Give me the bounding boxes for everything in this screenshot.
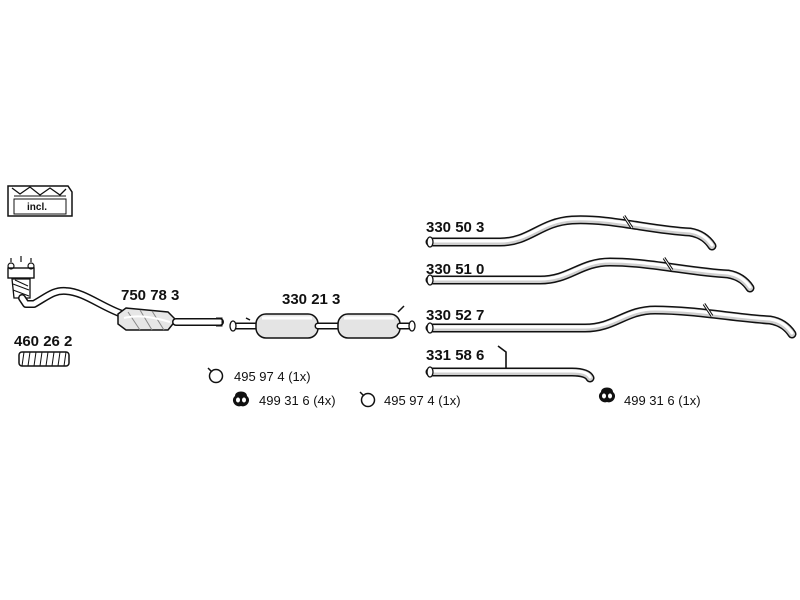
accessory-label: 499 31 6 (4x)	[259, 393, 336, 408]
flange-icon	[7, 256, 35, 299]
rear-pipe-part	[425, 215, 717, 251]
part-number-label: 330 52 7	[426, 307, 484, 324]
front-pipe-catalyst-part	[7, 256, 224, 331]
accessory-label: 495 97 4 (1x)	[234, 369, 311, 384]
clamp-ring-icon	[207, 367, 224, 384]
flex-pipe-icon	[18, 351, 70, 367]
catalytic-converter-icon	[117, 307, 178, 331]
tail-pipe-part	[425, 345, 595, 383]
muffler-icon	[337, 313, 401, 339]
kit-box-icon: incl.	[7, 185, 73, 217]
part-number-label: 330 21 3	[282, 291, 340, 308]
part-number-label: 750 78 3	[121, 287, 179, 304]
part-number-label: 331 58 6	[426, 347, 484, 364]
rear-pipe-part	[425, 257, 755, 293]
accessory-label: 495 97 4 (1x)	[384, 393, 461, 408]
rubber-hanger-icon	[598, 387, 616, 403]
rear-pipe-part	[425, 303, 797, 339]
rubber-hanger-icon	[232, 391, 250, 407]
clamp-ring-icon	[359, 391, 376, 408]
part-number-label: 460 26 2	[14, 333, 72, 350]
center-silencer-part	[229, 305, 416, 339]
muffler-icon	[255, 313, 319, 339]
part-number-label: 330 51 0	[426, 261, 484, 278]
kit-box-label: incl.	[27, 202, 47, 213]
part-number-label: 330 50 3	[426, 219, 484, 236]
accessory-label: 499 31 6 (1x)	[624, 393, 701, 408]
